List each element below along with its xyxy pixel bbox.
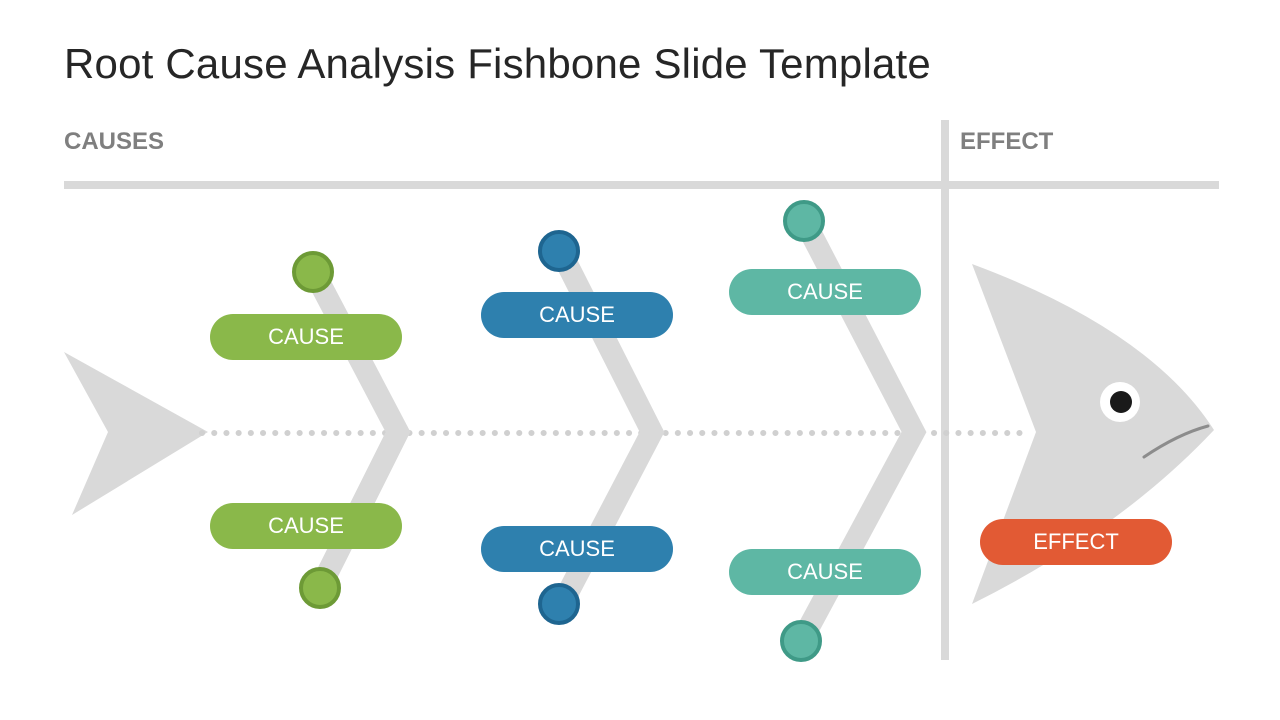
fish-pupil <box>1110 391 1132 413</box>
rib-node <box>292 251 334 293</box>
cause-pill <box>481 292 673 338</box>
cause-pill <box>729 269 921 315</box>
causes-effect-divider <box>941 120 949 660</box>
cause-label-6: CAUSE <box>787 559 863 584</box>
fish-tail <box>64 352 208 515</box>
cause-label-2: CAUSE <box>268 513 344 538</box>
fish-mouth <box>1142 424 1210 459</box>
effect-heading: EFFECT <box>960 128 1054 155</box>
cause-pill <box>729 549 921 595</box>
rib-node <box>783 200 825 242</box>
rib-node <box>538 230 580 272</box>
cause-label-1: CAUSE <box>268 324 344 349</box>
cause-label-4: CAUSE <box>539 536 615 561</box>
rib-node <box>780 620 822 662</box>
rib-node <box>299 567 341 609</box>
cause-label-3: CAUSE <box>539 302 615 327</box>
cause-pill <box>210 314 402 360</box>
header-divider <box>64 181 1219 189</box>
cause-label-5: CAUSE <box>787 279 863 304</box>
effect-pill <box>980 519 1172 565</box>
rib-node <box>538 583 580 625</box>
cause-pill <box>481 526 673 572</box>
causes-heading: CAUSES <box>64 128 165 155</box>
slide-title: Root Cause Analysis Fishbone Slide Templ… <box>64 40 931 87</box>
effect-label: EFFECT <box>1033 529 1119 554</box>
cause-pill <box>210 503 402 549</box>
